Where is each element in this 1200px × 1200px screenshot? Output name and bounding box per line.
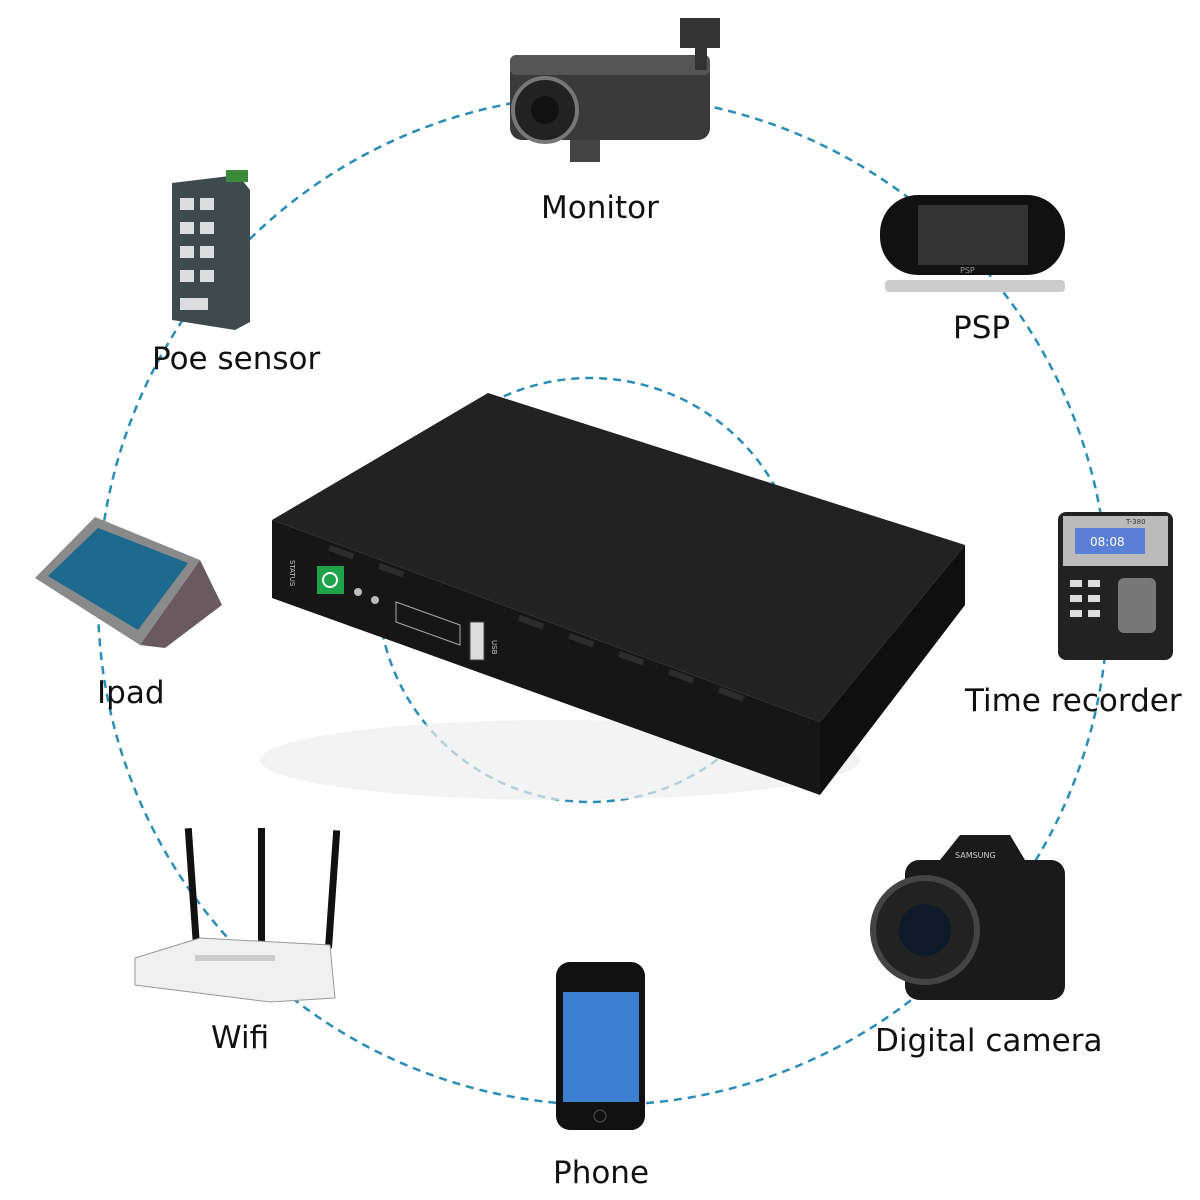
label-time-recorder: Time recorder — [965, 683, 1182, 719]
usb-text: USB — [490, 640, 498, 655]
psp-image: PSP — [880, 195, 1065, 292]
security-camera-image — [510, 18, 720, 162]
label-phone: Phone — [553, 1155, 650, 1191]
phone-image — [556, 962, 645, 1130]
poe-switch-image — [172, 170, 250, 330]
psp-logo: PSP — [960, 266, 975, 275]
wifi-router-image — [134, 828, 341, 1003]
label-psp: PSP — [953, 310, 1011, 346]
label-wifi: Wifi — [211, 1020, 270, 1056]
clock-display: 08:08 — [1090, 535, 1125, 549]
status-text: STATUS — [288, 560, 296, 587]
digital-camera-image: SAMSUNG — [870, 835, 1065, 1000]
label-monitor: Monitor — [541, 190, 659, 226]
ipad-image — [35, 517, 222, 648]
label-poe-sensor: Poe sensor — [152, 341, 321, 377]
label-ipad: Ipad — [97, 675, 165, 711]
camera-brand: SAMSUNG — [955, 851, 996, 860]
label-digital-camera: Digital camera — [875, 1023, 1103, 1059]
mini-ups-device: STATUS USB — [260, 393, 965, 800]
model-text: T-380 — [1125, 518, 1146, 526]
power-button — [317, 566, 344, 594]
time-recorder-image: 08:08 T-380 — [1058, 512, 1173, 660]
